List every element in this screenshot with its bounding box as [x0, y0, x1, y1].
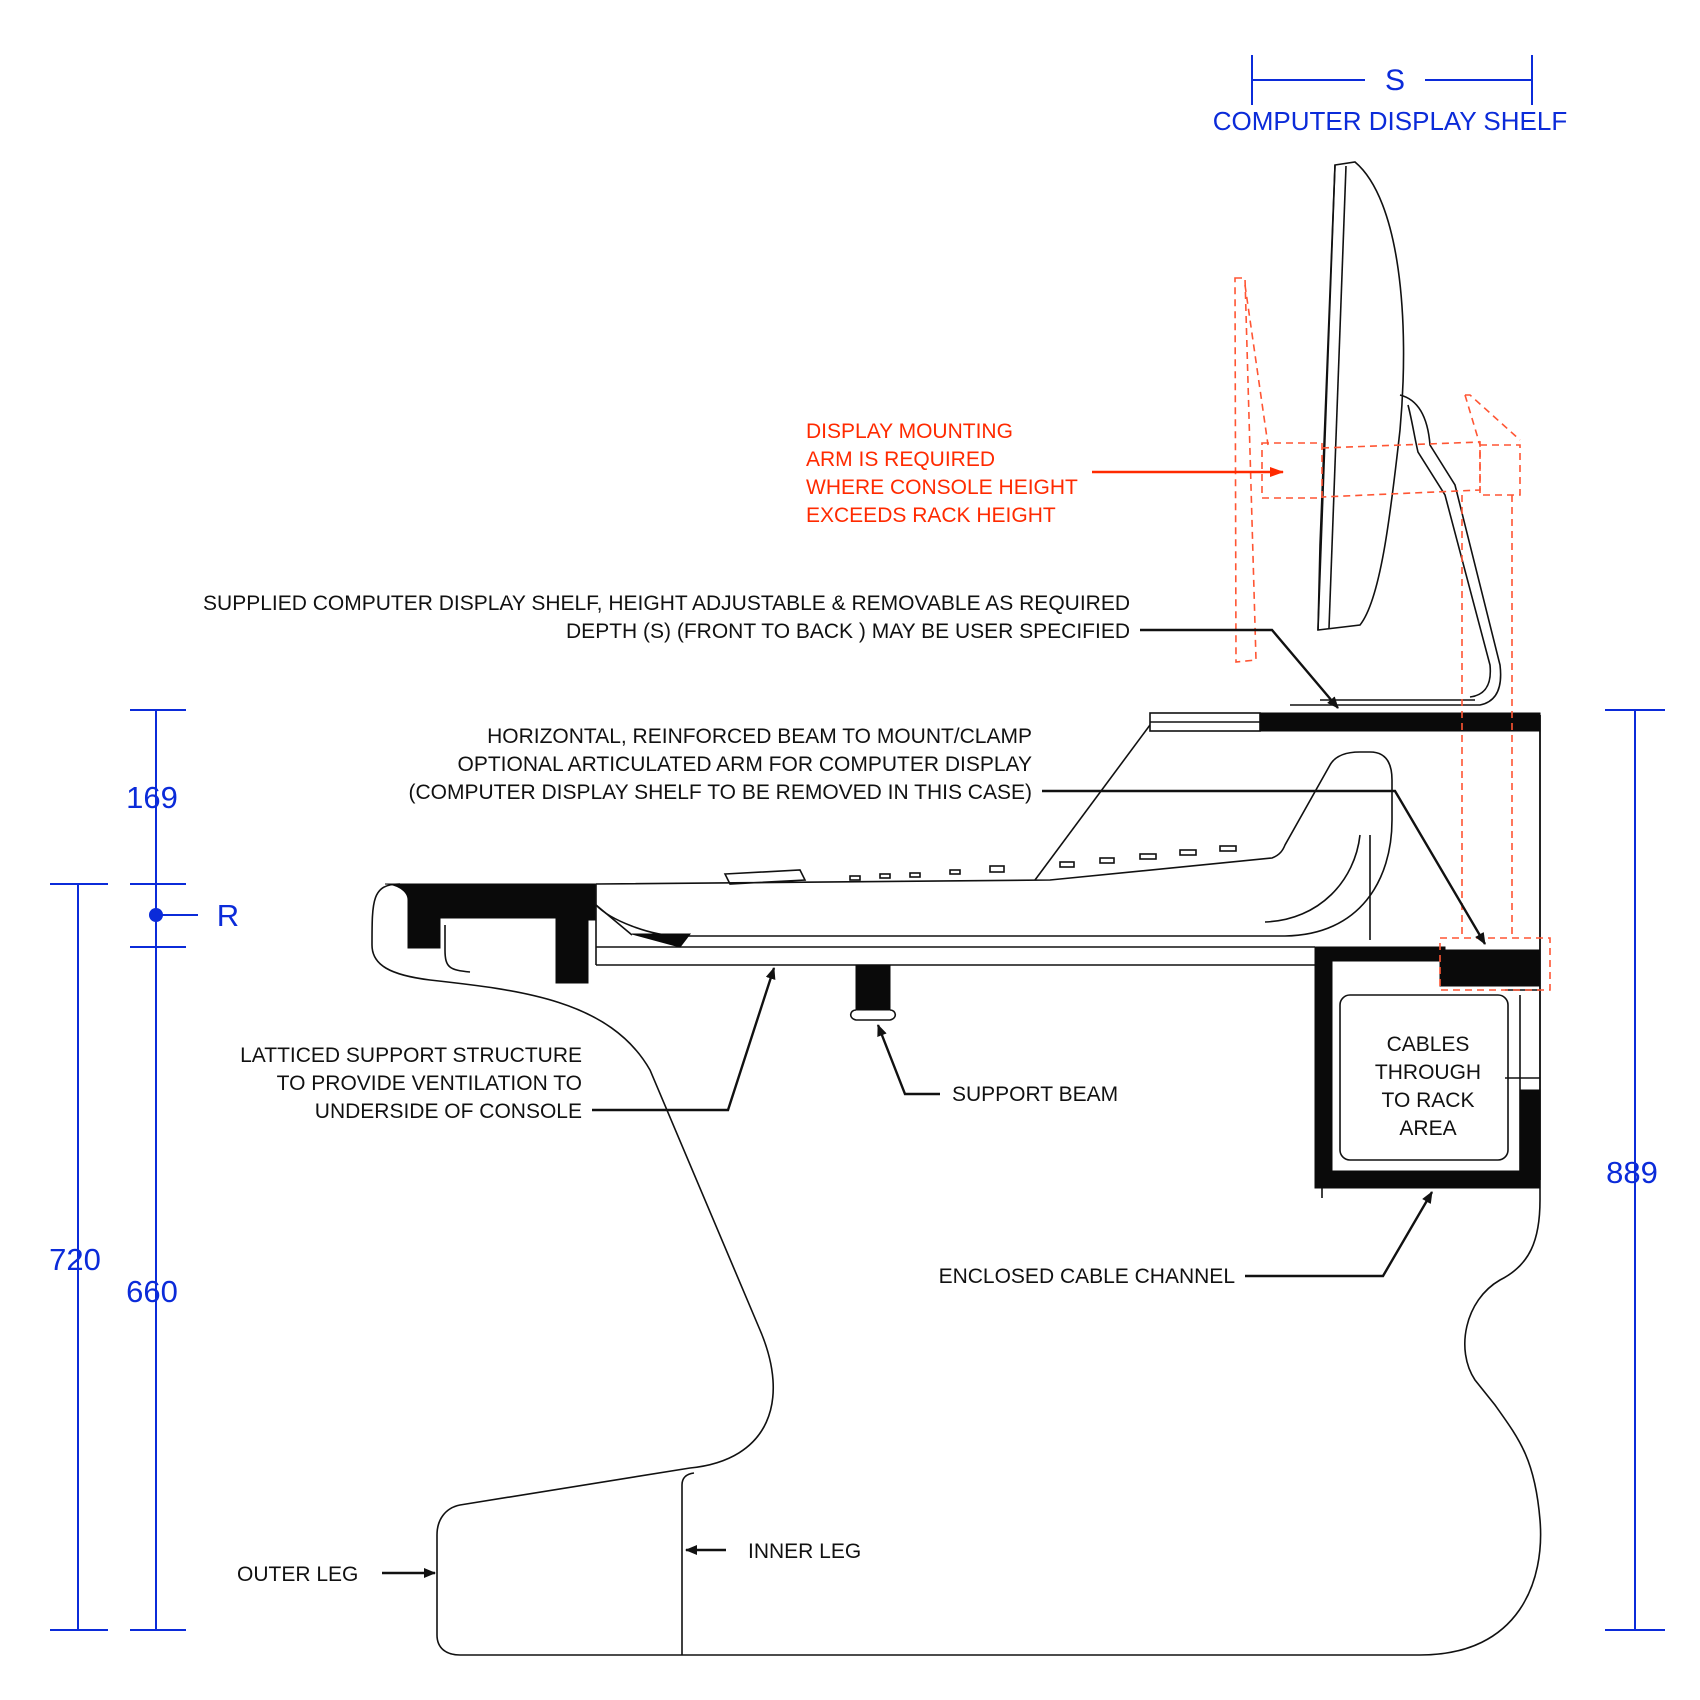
shelf-support-strut	[1034, 724, 1151, 881]
front-shell-inner-edge	[444, 925, 471, 973]
mounting-arm-line-2: ARM IS REQUIRED	[806, 448, 995, 471]
callout-support-beam: SUPPORT BEAM	[876, 1024, 1118, 1106]
display-shelf-note-line-1: SUPPLIED COMPUTER DISPLAY SHELF, HEIGHT …	[203, 592, 1130, 615]
callout-inner-leg: INNER LEG	[685, 1540, 861, 1563]
cables-line-1: CABLES	[1387, 1033, 1470, 1056]
mounting-arm-dashed	[1234, 277, 1551, 991]
cables-line-3: TO RACK	[1382, 1089, 1475, 1112]
mixer-console	[595, 751, 1393, 948]
cable-channel	[1314, 946, 1541, 1198]
reinforced-beam	[1439, 949, 1541, 987]
display-shelf-note-line-2: DEPTH (S) (FRONT TO BACK ) MAY BE USER S…	[566, 620, 1130, 643]
callout-latticed: LATTICED SUPPORT STRUCTURE TO PROVIDE VE…	[240, 967, 776, 1123]
dimension-889: 889	[1606, 1155, 1658, 1190]
cables-line-2: THROUGH	[1375, 1061, 1481, 1084]
display-shelf	[1149, 712, 1541, 732]
latticed-note-line-2: TO PROVIDE VENTILATION TO	[277, 1072, 582, 1095]
computer-display	[1290, 161, 1502, 706]
dimension-column-left: 169 R 720 660	[49, 709, 239, 1631]
dimension-169: 169	[126, 780, 178, 815]
callout-cable-channel: ENCLOSED CABLE CHANNEL	[939, 1191, 1434, 1288]
callout-display-shelf: SUPPLIED COMPUTER DISPLAY SHELF, HEIGHT …	[203, 592, 1339, 709]
frame-rails	[595, 884, 1315, 966]
dimension-column-right: 889	[1605, 709, 1665, 1631]
cables-line-4: AREA	[1399, 1117, 1456, 1140]
latticed-note-line-1: LATTICED SUPPORT STRUCTURE	[240, 1044, 582, 1067]
dimension-s-label: S	[1385, 64, 1405, 97]
mounting-arm-line-3: WHERE CONSOLE HEIGHT	[806, 476, 1078, 499]
callout-mounting-arm: DISPLAY MOUNTING ARM IS REQUIRED WHERE C…	[806, 420, 1284, 527]
support-beam	[849, 964, 897, 1021]
display-shelf-title: COMPUTER DISPLAY SHELF	[1213, 106, 1567, 136]
callout-cables: CABLES THROUGH TO RACK AREA	[1375, 1033, 1481, 1140]
dimension-660: 660	[126, 1274, 178, 1309]
beam-note-line-1: HORIZONTAL, REINFORCED BEAM TO MOUNT/CLA…	[487, 725, 1032, 748]
beam-note-line-3: (COMPUTER DISPLAY SHELF TO BE REMOVED IN…	[408, 781, 1032, 804]
cable-channel-label: ENCLOSED CABLE CHANNEL	[939, 1265, 1235, 1288]
dimension-r: R	[217, 898, 239, 933]
r-reference-dot	[149, 908, 163, 922]
mounting-arm-line-1: DISPLAY MOUNTING	[806, 420, 1013, 443]
outer-leg-outline	[371, 715, 1542, 1656]
latticed-note-line-3: UNDERSIDE OF CONSOLE	[315, 1100, 582, 1123]
inner-leg-outline	[681, 1472, 695, 1655]
beam-note-line-2: OPTIONAL ARTICULATED ARM FOR COMPUTER DI…	[458, 753, 1033, 776]
outer-leg-label: OUTER LEG	[237, 1563, 358, 1586]
dimension-s: S COMPUTER DISPLAY SHELF	[1213, 55, 1567, 136]
front-handle	[384, 883, 597, 984]
callout-beam: HORIZONTAL, REINFORCED BEAM TO MOUNT/CLA…	[408, 725, 1487, 945]
callout-outer-leg: OUTER LEG	[237, 1563, 436, 1586]
inner-leg-label: INNER LEG	[748, 1540, 861, 1563]
mounting-arm-line-4: EXCEEDS RACK HEIGHT	[806, 504, 1056, 527]
dimension-720: 720	[49, 1242, 101, 1277]
support-beam-label: SUPPORT BEAM	[952, 1083, 1118, 1106]
